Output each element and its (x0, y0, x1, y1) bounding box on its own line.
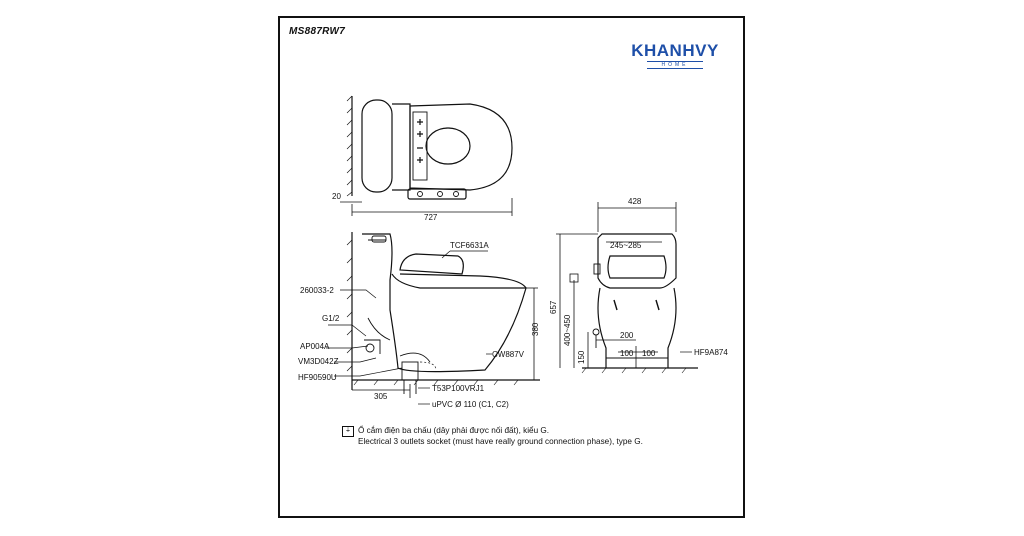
technical-drawing: 20 727 (298, 95, 728, 409)
dim-side-height: 380 (531, 322, 540, 336)
side-view (326, 232, 540, 405)
brand-sub: HOME (647, 61, 703, 69)
model-number: MS887RW7 (289, 26, 346, 37)
dim-supply-height: 400~450 (563, 314, 572, 346)
note-vi: Ổ cắm điện ba chấu (dây phải được nối đấ… (358, 426, 550, 435)
top-view (340, 95, 513, 216)
remote-plug (407, 188, 467, 200)
part-ap004a: AP004A (300, 342, 330, 351)
dim-base-height: 150 (577, 350, 586, 364)
part-vm3d042z: VM3D042Z (298, 357, 339, 366)
brand-name: KHANHVY (631, 41, 719, 60)
part-hf90590u: HF90590U (298, 373, 337, 382)
dim-supply-offset: 200 (620, 331, 634, 340)
label-valve: HF9A874 (694, 348, 728, 357)
dim-seat-width: 245~285 (610, 241, 642, 250)
front-view (556, 202, 698, 374)
control-panel (412, 111, 428, 181)
tank-top (361, 99, 393, 193)
bowl-opening (425, 127, 471, 165)
tank-front (597, 233, 677, 289)
seat-lid (399, 253, 464, 275)
seat-ring (399, 273, 527, 289)
flush-button (371, 235, 387, 243)
angle-valve (365, 343, 375, 353)
drain-pipe (403, 380, 417, 394)
side-control (593, 263, 601, 275)
dim-100-right: 100 (642, 349, 656, 358)
part-g12: G1/2 (322, 314, 340, 323)
seat-outline (409, 103, 513, 191)
electrical-note: ⏚ Ổ cắm điện ba chấu (dây phải được nối … (342, 425, 738, 447)
drawing-sheet: MS887RW7 KHANHVY HOME 20 727 (278, 16, 745, 518)
flange (401, 361, 419, 381)
dim-front-width: 428 (628, 197, 642, 206)
dim-total-height: 657 (549, 300, 558, 314)
socket-mark (569, 273, 579, 283)
note-en: Electrical 3 outlets socket (must have r… (358, 437, 643, 446)
valve-front (592, 328, 600, 336)
supply-hose (364, 317, 391, 354)
label-bowl-model: CW887V (492, 350, 525, 359)
socket-icon: ⏚ (342, 426, 354, 437)
dim-rough-in: 305 (374, 392, 388, 401)
bowl-sides (597, 287, 677, 368)
brand-logo: KHANHVY HOME (620, 42, 730, 69)
top-dim-wall: 20 (332, 192, 341, 201)
dim-100-left: 100 (620, 349, 634, 358)
label-pipe: uPVC Ø 110 (C1, C2) (432, 400, 509, 409)
seat-front (607, 255, 667, 279)
toilet-body (362, 233, 527, 373)
part-260033-2: 260033-2 (300, 286, 334, 295)
top-dim-length: 727 (424, 213, 438, 222)
label-flange: T53P100VRJ1 (432, 384, 485, 393)
label-seat-model: TCF6631A (450, 241, 489, 250)
tank-neck (392, 103, 411, 191)
